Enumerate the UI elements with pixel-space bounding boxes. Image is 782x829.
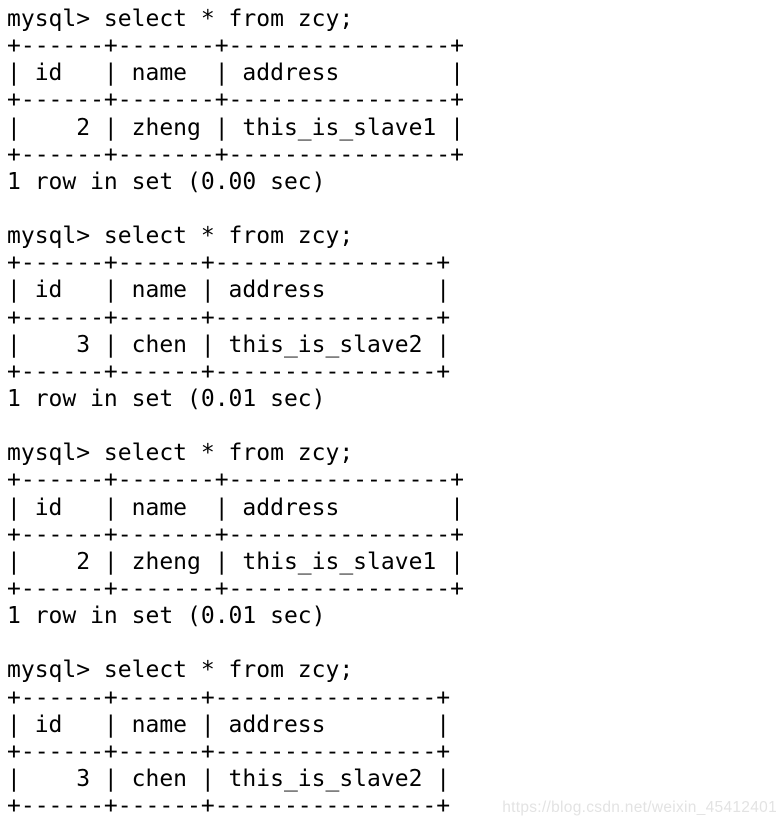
table-header-line: | id | name | address | bbox=[7, 711, 451, 738]
command-line: mysql> select * from zcy; bbox=[7, 440, 354, 467]
query-result-block-4: mysql> select * from zcy; +------+------… bbox=[7, 657, 782, 820]
table-border-line: +------+------+----------------+ bbox=[7, 738, 451, 765]
command-line: mysql> select * from zcy; bbox=[7, 6, 354, 32]
table-header-line: | id | name | address | bbox=[7, 494, 464, 521]
command-line: mysql> select * from zcy; bbox=[7, 223, 354, 250]
table-border-line: +------+------+----------------+ bbox=[7, 684, 451, 711]
csdn-watermark: https://blog.csdn.net/weixin_45412401 bbox=[502, 799, 777, 816]
table-border-line: +------+------+----------------+ bbox=[7, 793, 451, 820]
command-line: mysql> select * from zcy; bbox=[7, 657, 354, 684]
table-header-line: | id | name | address | bbox=[7, 60, 464, 87]
status-line: 1 row in set (0.01 sec) bbox=[7, 603, 326, 630]
query-result-block-3: mysql> select * from zcy; +------+------… bbox=[7, 440, 782, 630]
query-result-block-1: mysql> select * from zcy; +------+------… bbox=[7, 6, 782, 196]
table-row-line: | 3 | chen | this_is_slave2 | bbox=[7, 331, 451, 358]
table-border-line: +------+-------+----------------+ bbox=[7, 33, 464, 60]
table-header-line: | id | name | address | bbox=[7, 277, 451, 304]
table-border-line: +------+------+----------------+ bbox=[7, 358, 451, 385]
table-border-line: +------+-------+----------------+ bbox=[7, 575, 464, 602]
status-line: 1 row in set (0.00 sec) bbox=[7, 168, 326, 195]
table-border-line: +------+-------+----------------+ bbox=[7, 467, 464, 494]
table-border-line: +------+-------+----------------+ bbox=[7, 521, 464, 548]
table-row-line: | 2 | zheng | this_is_slave1 | bbox=[7, 114, 464, 141]
status-line: 1 row in set (0.01 sec) bbox=[7, 385, 326, 412]
query-result-block-2: mysql> select * from zcy; +------+------… bbox=[7, 223, 782, 413]
table-row-line: | 3 | chen | this_is_slave2 | bbox=[7, 765, 451, 792]
table-row-line: | 2 | zheng | this_is_slave1 | bbox=[7, 548, 464, 575]
table-border-line: +------+-------+----------------+ bbox=[7, 141, 464, 168]
table-border-line: +------+-------+----------------+ bbox=[7, 87, 464, 114]
table-border-line: +------+------+----------------+ bbox=[7, 250, 451, 277]
table-border-line: +------+------+----------------+ bbox=[7, 304, 451, 331]
